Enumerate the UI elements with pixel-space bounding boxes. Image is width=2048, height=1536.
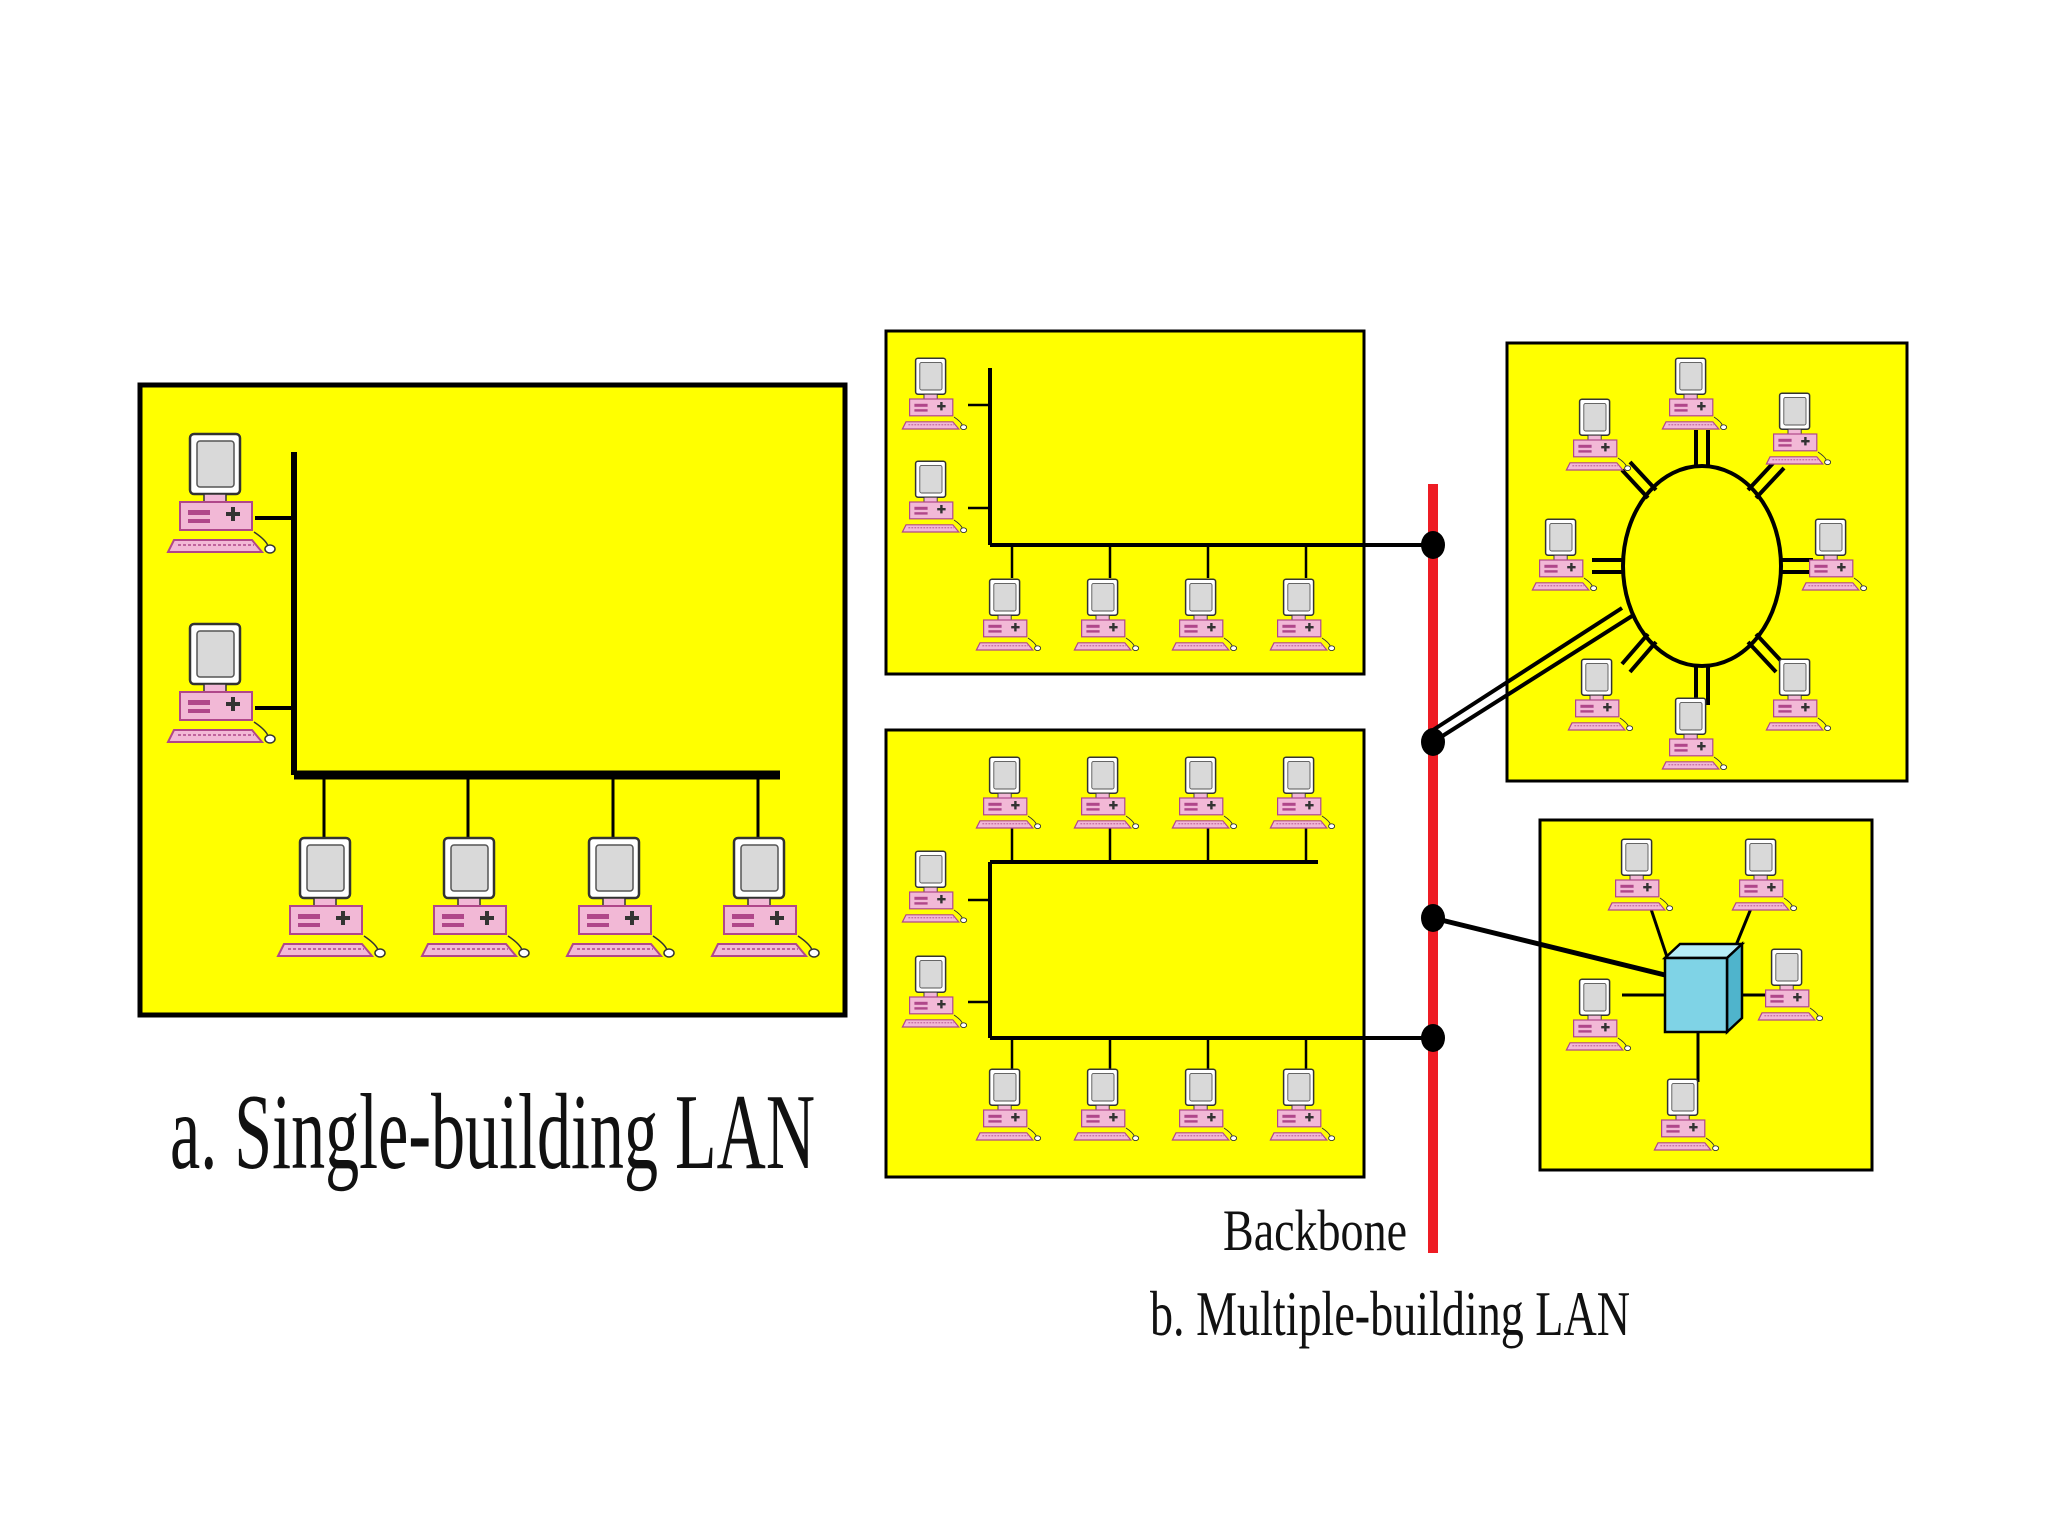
backbone-label: Backbone (1223, 1198, 1407, 1263)
backbone-connectors (1421, 531, 1445, 1052)
backbone-links (1431, 606, 1666, 978)
building-bus-bottom (884, 728, 1433, 1179)
building-star (1538, 818, 1874, 1172)
backbone-connector-icon (1421, 1024, 1445, 1052)
backbone-connector-icon (1421, 904, 1445, 932)
building-bus-top (884, 329, 1433, 676)
single-building-lan: a. Single-building LAN (137, 382, 848, 1192)
backbone-connector-icon (1421, 728, 1445, 756)
building-ring (1505, 341, 1909, 783)
bus-wiring (255, 452, 780, 838)
backbone-connector-icon (1421, 531, 1445, 559)
caption-single-building: a. Single-building LAN (170, 1073, 815, 1192)
caption-multiple-building: b. Multiple-building LAN (1150, 1278, 1630, 1349)
multiple-building-lan: Backbone b. Multiple-building LAN (884, 329, 1909, 1349)
hub-icon (1661, 941, 1746, 1035)
